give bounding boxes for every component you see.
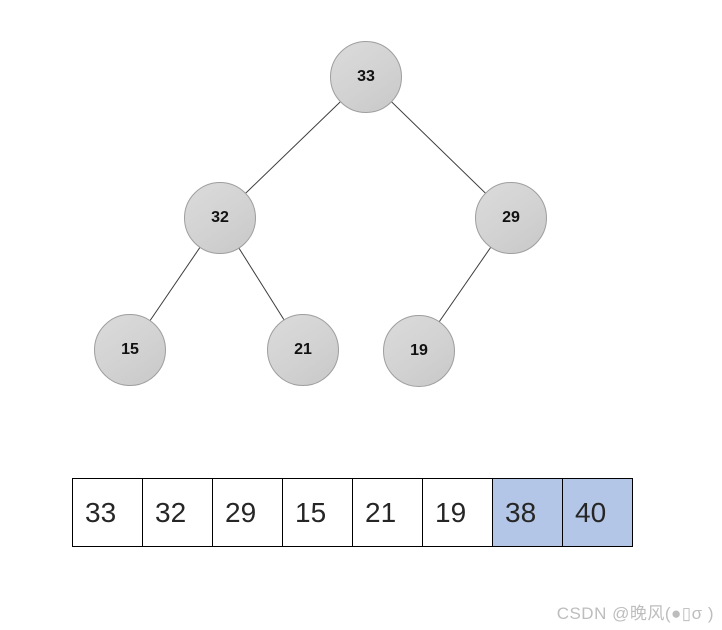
- array-cell-6: 38: [493, 479, 563, 546]
- tree-node-left: 32: [184, 182, 256, 254]
- tree-node-value: 33: [357, 68, 375, 85]
- tree-node-value: 32: [211, 209, 229, 226]
- tree-node-value: 19: [410, 342, 428, 359]
- tree-node-left-left: 15: [94, 314, 166, 386]
- array-cell-7: 40: [563, 479, 632, 546]
- array-cell-2: 29: [213, 479, 283, 546]
- array-cell-1: 32: [143, 479, 213, 546]
- tree-node-right: 29: [475, 182, 547, 254]
- csdn-watermark: CSDN @晚风(●▯σ ): [556, 604, 714, 623]
- tree-node-left-right: 21: [267, 314, 339, 386]
- tree-node-root: 33: [330, 41, 402, 113]
- heap-array: 33 32 29 15 21 19 38 40: [72, 478, 633, 547]
- tree-node-value: 15: [121, 341, 139, 358]
- tree-node-right-left: 19: [383, 315, 455, 387]
- tree-node-value: 21: [294, 341, 312, 358]
- array-cell-5: 19: [423, 479, 493, 546]
- array-cell-4: 21: [353, 479, 423, 546]
- array-cell-3: 15: [283, 479, 353, 546]
- array-cell-0: 33: [73, 479, 143, 546]
- tree-node-value: 29: [502, 209, 520, 226]
